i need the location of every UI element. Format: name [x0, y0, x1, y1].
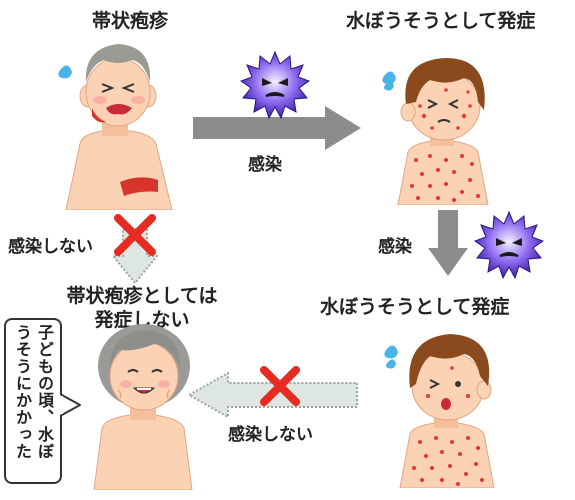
infection-label-top: 感染 — [248, 155, 282, 175]
arrow-right-infection — [193, 106, 361, 150]
speech-text: 子どもの頃、水ぼ うそうにかかった — [11, 324, 55, 482]
chickenpox-boy-figure-top — [382, 58, 489, 205]
virus-icon — [474, 210, 544, 280]
arrow-down-infection — [428, 210, 468, 276]
chickenpox-title-bottom: 水ぼうそうとして発症 — [320, 296, 510, 318]
cross-mark-icon — [260, 366, 300, 406]
not-shingles-title: 帯状疱疹としては 発症しない — [52, 284, 232, 332]
old-woman-figure — [93, 324, 193, 490]
speech-bubble: 子どもの頃、水ぼ うそうにかかった — [4, 318, 62, 484]
virus-icon — [240, 50, 310, 120]
sweat-drop-icon — [384, 345, 398, 359]
cross-mark-icon — [114, 214, 156, 256]
not-shingles-line1: 帯状疱疹としては — [66, 285, 218, 307]
infection-label-right: 感染 — [378, 237, 412, 257]
chickenpox-title-top: 水ぼうそうとして発症 — [346, 10, 536, 32]
shingles-old-man-figure — [58, 44, 173, 210]
not-shingles-line2: 発症しない — [94, 309, 190, 331]
sweat-drop-icon — [382, 71, 396, 85]
sweat-drop-icon — [58, 65, 72, 79]
shingles-title: 帯状疱疹 — [92, 10, 169, 32]
chickenpox-boy-figure-bottom — [384, 334, 495, 488]
speech-bubble-tail — [60, 393, 81, 417]
no-infection-label-left: 感染しない — [8, 237, 93, 257]
speech-line-2: うそうにかかった — [13, 324, 32, 460]
speech-line-1: 子どもの頃、水ぼ — [35, 324, 54, 460]
no-infection-label-bottom: 感染しない — [228, 425, 313, 445]
